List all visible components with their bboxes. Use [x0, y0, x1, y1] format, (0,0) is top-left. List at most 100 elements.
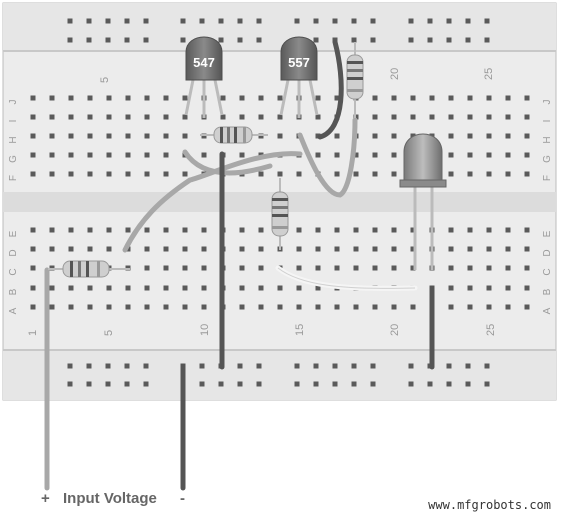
breadboard-hole: [201, 304, 207, 310]
breadboard-hole: [467, 285, 473, 291]
breadboard-hole: [182, 285, 188, 291]
breadboard-hole: [163, 304, 169, 310]
breadboard-hole: [315, 265, 321, 271]
breadboard-hole: [391, 304, 397, 310]
breadboard-hole: [144, 114, 150, 120]
breadboard-hole: [410, 246, 416, 252]
breadboard-hole: [505, 152, 511, 158]
breadboard-hole: [106, 95, 112, 101]
breadboard-hole: [334, 246, 340, 252]
breadboard-hole: [201, 152, 207, 158]
breadboard-hole: [353, 246, 359, 252]
column-number-bottom: 15: [294, 324, 306, 336]
breadboard-hole: [334, 227, 340, 233]
breadboard-hole: [163, 171, 169, 177]
wire-light: [122, 151, 303, 253]
breadboard-hole: [30, 152, 36, 158]
breadboard-hole: [125, 227, 131, 233]
breadboard-hole: [505, 285, 511, 291]
breadboard-hole: [351, 18, 357, 24]
breadboard-hole: [144, 265, 150, 271]
breadboard-hole: [313, 363, 319, 369]
breadboard-hole: [256, 37, 262, 43]
breadboard-hole: [391, 265, 397, 271]
breadboard-hole: [315, 304, 321, 310]
breadboard-hole: [448, 114, 454, 120]
breadboard-hole: [125, 95, 131, 101]
breadboard-hole: [372, 133, 378, 139]
breadboard-hole: [332, 18, 338, 24]
breadboard-hole: [163, 114, 169, 120]
breadboard-hole: [505, 114, 511, 120]
row-letter: C: [8, 268, 19, 275]
breadboard-hole: [505, 304, 511, 310]
breadboard-hole: [239, 285, 245, 291]
transistor-547-label: 547: [193, 55, 215, 70]
row-letter: H: [542, 136, 553, 143]
breadboard-hole: [484, 381, 490, 387]
breadboard-hole: [124, 381, 130, 387]
breadboard-hole: [144, 152, 150, 158]
row-letter: F: [8, 175, 19, 181]
breadboard-hole: [105, 18, 111, 24]
breadboard-hole: [351, 363, 357, 369]
breadboard-hole: [163, 227, 169, 233]
breadboard-hole: [256, 381, 262, 387]
breadboard-hole: [410, 114, 416, 120]
breadboard-hole: [427, 18, 433, 24]
breadboard-hole: [86, 18, 92, 24]
breadboard-hole: [370, 381, 376, 387]
breadboard-hole: [315, 246, 321, 252]
breadboard-hole: [524, 152, 530, 158]
breadboard-hole: [391, 152, 397, 158]
breadboard-hole: [67, 37, 73, 43]
breadboard-hole: [106, 227, 112, 233]
transistor-557: 557: [279, 36, 319, 118]
breadboard-hole: [391, 171, 397, 177]
breadboard-hole: [448, 171, 454, 177]
transistor-547: 547: [184, 36, 224, 118]
breadboard-hole: [68, 95, 74, 101]
breadboard-hole: [49, 246, 55, 252]
breadboard-hole: [49, 152, 55, 158]
breadboard-hole: [68, 114, 74, 120]
breadboard-hole: [106, 171, 112, 177]
breadboard-hole: [124, 18, 130, 24]
wire-light: [297, 117, 358, 198]
breadboard-hole: [296, 265, 302, 271]
breadboard-hole: [163, 95, 169, 101]
breadboard-hole: [353, 265, 359, 271]
breadboard-hole: [372, 171, 378, 177]
breadboard-hole: [429, 114, 435, 120]
breadboard-hole: [180, 18, 186, 24]
breadboard-hole: [258, 246, 264, 252]
column-number-bottom: 1: [27, 330, 39, 336]
breadboard-hole: [391, 133, 397, 139]
row-letter: E: [542, 230, 553, 237]
breadboard-hole: [277, 171, 283, 177]
breadboard-hole: [427, 37, 433, 43]
breadboard-hole: [144, 133, 150, 139]
led: [399, 133, 447, 270]
breadboard-hole: [524, 227, 530, 233]
breadboard-hole: [182, 304, 188, 310]
breadboard-hole: [163, 246, 169, 252]
breadboard-hole: [144, 304, 150, 310]
breadboard-hole: [87, 304, 93, 310]
breadboard-hole: [144, 227, 150, 233]
breadboard-hole: [256, 18, 262, 24]
breadboard-hole: [220, 95, 226, 101]
breadboard-hole: [87, 114, 93, 120]
breadboard-hole: [524, 304, 530, 310]
breadboard-hole: [467, 304, 473, 310]
row-letter: I: [542, 120, 553, 123]
breadboard-hole: [106, 246, 112, 252]
breadboard-hole: [448, 152, 454, 158]
breadboard-hole: [294, 381, 300, 387]
breadboard-hole: [30, 285, 36, 291]
breadboard-hole: [86, 381, 92, 387]
breadboard-hole: [484, 363, 490, 369]
breadboard-hole: [182, 114, 188, 120]
breadboard-hole: [220, 114, 226, 120]
